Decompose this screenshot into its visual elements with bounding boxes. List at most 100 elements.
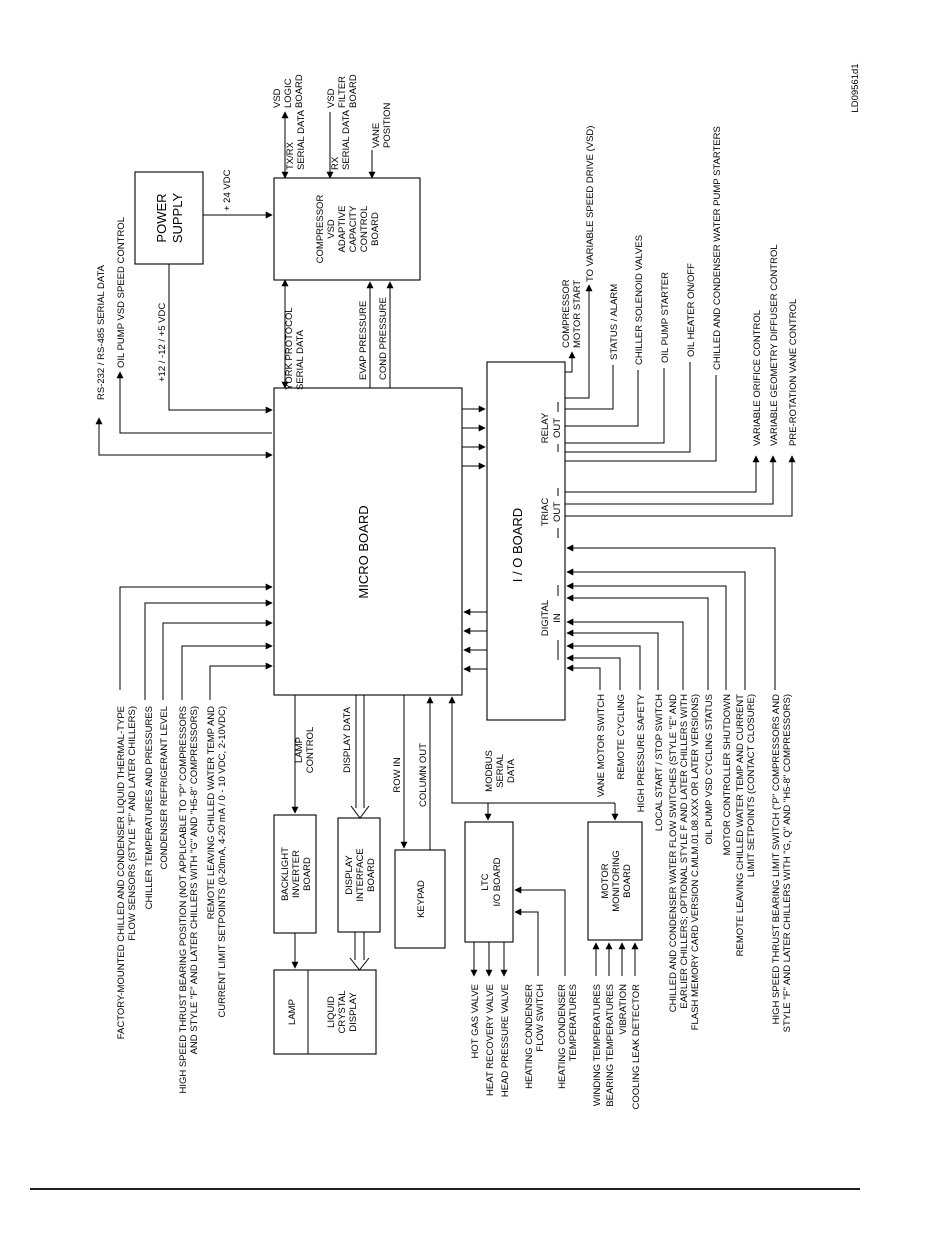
relay-out-line-6	[565, 362, 691, 453]
triac-out-line-1	[565, 455, 760, 493]
supply-voltage-label: +12 / -12 / +5 VDC	[157, 303, 168, 382]
digital-input-5-line1: CHILLED AND CONDENSER WATER FLOW SWITCHE…	[668, 694, 679, 1012]
compressor-vsd-board-box	[273, 177, 421, 281]
vsd-filter-line3: BOARD	[348, 74, 359, 108]
rs232-label: RS-232 / RS-485 SERIAL DATA	[96, 264, 107, 400]
rx-line2: SERIAL DATA	[341, 109, 352, 170]
supply-to-micro-line	[168, 264, 273, 414]
ltc-label-line2: I/O BOARD	[492, 857, 503, 906]
io-board-box	[486, 361, 566, 721]
tx-rx-serial-label: TX/RX SERIAL DATA	[285, 109, 307, 170]
display-interface-label-line3: BOARD	[366, 858, 377, 892]
column-out-label: COLUMN OUT	[418, 743, 429, 807]
relay-output-label-3: STATUS / ALARM	[609, 284, 620, 360]
backlight-inverter-board-label: BACKLIGHT INVERTER BOARD	[280, 847, 313, 901]
digital-in-line-7	[566, 582, 727, 690]
digital-input-label-7: MOTOR CONTROLLER SHUTDOWN	[722, 694, 733, 855]
digital-input-label-2: REMOTE CYCLING	[616, 694, 627, 780]
backlight-label-line2: INVERTER	[291, 850, 302, 898]
display-data-label: DISPLAY DATA	[342, 706, 353, 772]
rs232-line	[95, 417, 273, 459]
ltc-io-board-label: LTC I/O BOARD	[480, 857, 503, 906]
ltc-flow-switch-line1: HEATING CONDENSER	[524, 984, 535, 1089]
lamp-control-label: LAMP CONTROL	[294, 727, 316, 773]
power-supply-label: POWER SUPPLY	[154, 193, 185, 244]
keypad-label: KEYPAD	[416, 880, 427, 918]
ltc-line-condenser-temps	[514, 886, 566, 976]
left-input-line-5	[209, 662, 273, 700]
lamp-label: LAMP	[287, 999, 298, 1025]
compressor-label-line6: BOARD	[370, 212, 381, 246]
relay-label-line1: RELAY	[540, 412, 551, 443]
left-input-label-4: HIGH SPEED THRUST BEARING POSITION (NOT …	[178, 706, 200, 1094]
compressor-label-line1: COMPRESSOR	[315, 195, 326, 264]
relay-output-label-2: TO VARIABLE SPEED DRIVE (VSD)	[585, 126, 596, 282]
ltc-line-flow-switch	[514, 908, 539, 976]
ltc-label-line1: LTC	[480, 873, 491, 890]
compressor-label-line4: CAPACITY	[348, 205, 359, 252]
relay-out-line-3	[565, 365, 614, 410]
triac-label-line1: TRIAC	[540, 498, 551, 527]
motor-signal-leak: COOLING LEAK DETECTOR	[631, 984, 642, 1110]
ltc-flow-switch-line2: FLOW SWITCH	[535, 984, 546, 1052]
compressor-label-line3: ADAPTIVE	[337, 206, 348, 253]
digital-input-8-line2: LIMIT SETPOINTS (CONTACT CLOSURE)	[746, 694, 757, 877]
digital-in-line-3	[566, 642, 641, 690]
lamp-control-line1: LAMP	[294, 737, 305, 763]
motor-label-line2: MONITORING	[611, 850, 622, 912]
lcd-label: LIQUID CRYSTAL DISPLAY	[326, 991, 359, 1034]
digital-input-label-1: VANE MOTOR SWITCH	[596, 694, 607, 797]
display-interface-board-box	[337, 817, 381, 933]
vsd-logic-line1: VSD	[272, 88, 283, 108]
york-protocol-label: YORK PROTOCOL SERIAL DATA	[284, 307, 306, 390]
vsd-logic-line3: BOARD	[294, 74, 305, 108]
left-input-line-1	[119, 583, 273, 690]
relay-out-line-5	[565, 368, 665, 444]
compressor-vsd-board-label: COMPRESSOR VSD ADAPTIVE CAPACITY CONTROL…	[315, 195, 381, 264]
digital-input-label-8: REMOTE LEAVING CHILLED WATER TEMP AND CU…	[735, 694, 757, 957]
digital-in-line-8	[566, 568, 746, 690]
motor-monitoring-board-label: MOTOR MONITORING BOARD	[600, 850, 633, 912]
ltc-signal-condenser-temps: HEATING CONDENSER TEMPERATURES	[557, 984, 579, 1089]
motor-label-line3: BOARD	[622, 864, 633, 898]
compressor-label-line5: CONTROL	[359, 206, 370, 252]
left-input-4-line1: HIGH SPEED THRUST BEARING POSITION (NOT …	[178, 706, 189, 1094]
relay-output-label-1: COMPRESSOR MOTOR START	[561, 279, 583, 348]
vsd-logic-board-label: VSD LOGIC BOARD	[272, 74, 305, 108]
modbus-line1: MODBUS	[484, 750, 495, 792]
motor-signal-winding: WINDING TEMPERATURES	[592, 984, 603, 1106]
io-board-label: I / O BOARD	[510, 508, 525, 582]
digital-input-9-line2: STYLE "F" AND LATER CHILLERS WITH "G, Q"…	[782, 694, 793, 1032]
relay-output-label-6: OIL HEATER ON/OFF	[686, 263, 697, 357]
ltc-signal-head-pressure: HEAD PRESSURE VALVE	[500, 984, 511, 1097]
left-input-label-2: CHILLER TEMPERATURES AND PRESSURES	[144, 706, 155, 909]
digital-in-line-4	[566, 629, 659, 690]
digital-label-line2: IN	[552, 613, 563, 623]
power-supply-box	[134, 171, 204, 265]
relay-output-1-line2: MOTOR START	[572, 280, 583, 348]
triac-out-line-3	[565, 455, 796, 517]
left-input-label-1: FACTORY-MOUNTED CHILLED AND CONDENSER LI…	[116, 706, 138, 1039]
ltc-signal-heat-recovery: HEAT RECOVERY VALVE	[485, 984, 496, 1096]
modbus-label: MODBUS SERIAL DATA	[484, 750, 517, 792]
digital-input-label-6: OIL PUMP VSD CYCLING STATUS	[704, 694, 715, 845]
motor-signal-vibration: VIBRATION	[618, 984, 629, 1035]
vsd-logic-line2: LOGIC	[283, 78, 294, 108]
triac-label-line2: OUT	[552, 502, 563, 522]
left-input-line-3	[162, 619, 273, 700]
digital-in-label: DIGITAL IN	[540, 600, 563, 636]
digital-in-line-1	[566, 664, 601, 690]
digital-input-5-line2: EARLIER CHILLERS; OPTIONAL STYLE F AND L…	[679, 694, 690, 1009]
left-input-label-3: CONDENSER REFRIGERANT LEVEL	[159, 706, 170, 869]
digital-in-line-6	[566, 594, 709, 690]
txrx-line1: TX/RX	[285, 141, 296, 170]
left-input-1-line1: FACTORY-MOUNTED CHILLED AND CONDENSER LI…	[116, 706, 127, 1039]
vane-line2: POSITION	[382, 102, 393, 148]
relay-output-label-4: CHILLER SOLENOID VALVES	[634, 235, 645, 365]
digital-input-5-line3: FLASH MEMORY CARD VERSION C.MLM.01.08.XX…	[690, 694, 701, 1030]
backlight-label-line3: BOARD	[302, 857, 313, 891]
digital-input-9-line1: HIGH SPEED THRUST BEARING LIMIT SWITCH (…	[771, 694, 782, 1024]
compressor-label-line2: VSD	[326, 219, 337, 239]
lcd-label-line2: CRYSTAL	[337, 991, 348, 1034]
